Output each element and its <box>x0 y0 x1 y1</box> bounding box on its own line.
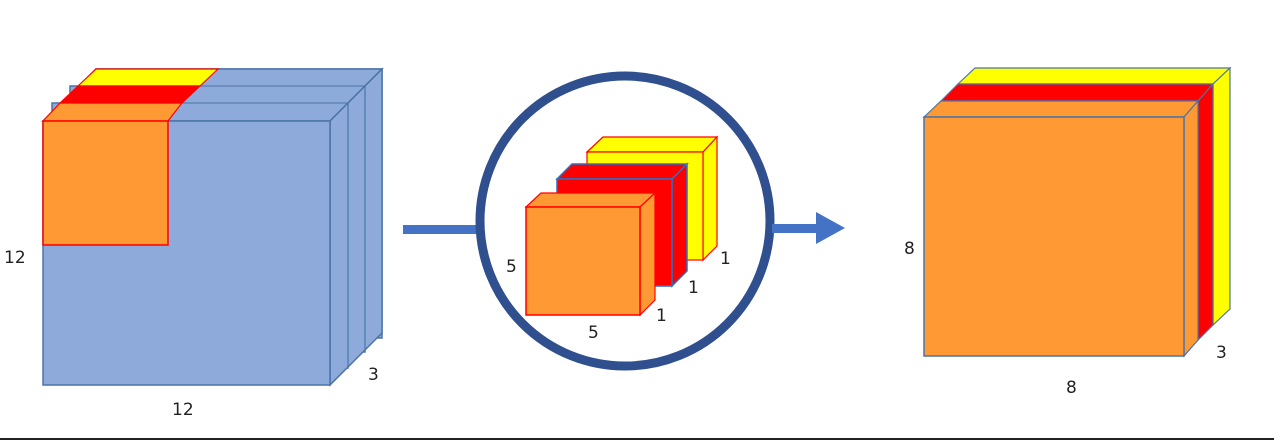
output-depth-label: 3 <box>1216 343 1227 363</box>
input-right-face <box>329 67 383 387</box>
kernel-orange <box>524 191 657 317</box>
arrow-shaft-left <box>403 225 478 234</box>
kernel-group: 5 5 1 1 1 <box>475 71 775 371</box>
kernel-depth-label-front: 1 <box>656 306 667 326</box>
patch-top-red <box>58 85 202 104</box>
input-patch <box>41 68 220 246</box>
kernel-width-label: 5 <box>588 323 599 343</box>
kernel-height-label: 5 <box>506 257 517 277</box>
kernel-depth-label-mid: 1 <box>688 278 699 298</box>
input-depth-label: 3 <box>368 365 379 385</box>
input-height-label: 12 <box>4 248 26 268</box>
patch-top-yellow <box>76 68 220 87</box>
output-red-top <box>939 83 1215 102</box>
bottom-divider <box>0 438 1274 440</box>
output-yellow-side <box>1212 66 1231 327</box>
input-width-label: 12 <box>172 400 194 420</box>
output-yellow-top <box>956 67 1232 85</box>
output-red-side <box>1197 82 1214 342</box>
output-volume: 8 8 3 <box>904 66 1232 398</box>
output-orange-side <box>1183 99 1199 358</box>
patch-front <box>42 120 169 246</box>
output-height-label: 8 <box>904 239 915 259</box>
output-front-face <box>923 116 1185 357</box>
output-orange-top <box>922 100 1200 118</box>
patch-top-orange <box>41 102 184 122</box>
kernel-depth-label-back: 1 <box>720 249 731 269</box>
input-volume: 12 12 3 <box>4 67 384 420</box>
output-width-label: 8 <box>1066 378 1077 398</box>
arrow-right <box>772 212 845 244</box>
